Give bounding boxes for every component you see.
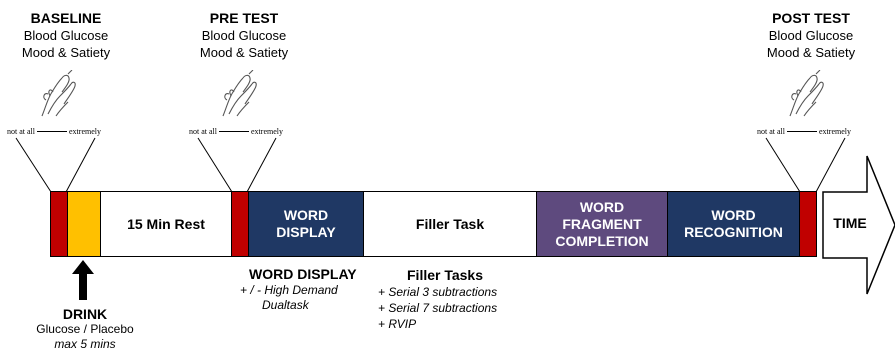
word-display-note-line: Dualtask xyxy=(262,298,309,312)
filler-tasks-title: Filler Tasks xyxy=(407,267,484,283)
rest-label: 15 Min Rest xyxy=(127,215,205,232)
filler-task-item: + Serial 3 subtractions xyxy=(378,285,498,299)
finger-prick-icon xyxy=(41,70,76,117)
checkpoint-title: BASELINE xyxy=(30,10,102,26)
checkpoint-post-test: POST TEST Blood Glucose Mood & Satiety xyxy=(755,10,867,61)
checkpoint-line: Mood & Satiety xyxy=(21,45,111,60)
checkpoint-title: POST TEST xyxy=(772,10,850,26)
filler-task-label: Filler Task xyxy=(415,215,485,232)
word-display-note-title: WORD DISPLAY xyxy=(249,266,357,282)
checkpoint-line: Blood Glucose xyxy=(201,28,287,43)
word-fragment-label: WORD FRAGMENT COMPLETION xyxy=(555,198,649,249)
measurement-marker-baseline xyxy=(50,191,68,257)
connector-line xyxy=(765,137,801,193)
filler-task-item: + Serial 7 subtractions xyxy=(378,301,498,315)
word-display-segment: WORD DISPLAY xyxy=(248,191,364,257)
drink-title: DRINK xyxy=(62,306,108,322)
checkpoint-title: PRE TEST xyxy=(209,10,279,26)
rating-scale: not at all extremely xyxy=(7,127,101,136)
measurement-marker-pre-test xyxy=(231,191,249,257)
drink-up-arrow-icon xyxy=(72,260,94,300)
scale-low-label: not at all xyxy=(757,127,785,136)
word-display-note-line: + / - High Demand xyxy=(240,283,338,297)
word-recognition-label: WORD RECOGNITION xyxy=(684,207,783,240)
connector-line xyxy=(246,137,277,193)
word-recognition-segment: WORD RECOGNITION xyxy=(667,191,800,257)
filler-task-item: + RVIP xyxy=(378,317,417,331)
rating-scale: not at all extremely xyxy=(189,127,283,136)
time-arrow xyxy=(822,155,895,295)
finger-prick-icon xyxy=(789,70,824,117)
word-display-label: WORD DISPLAY xyxy=(276,207,336,240)
scale-high-label: extremely xyxy=(69,127,101,136)
checkpoint-baseline: BASELINE Blood Glucose Mood & Satiety xyxy=(10,10,122,61)
scale-line xyxy=(37,131,67,132)
time-label: TIME xyxy=(833,215,867,231)
checkpoint-line: Blood Glucose xyxy=(768,28,854,43)
scale-line xyxy=(219,131,249,132)
scale-high-label: extremely xyxy=(251,127,283,136)
connector-line xyxy=(197,137,233,193)
scale-high-label: extremely xyxy=(819,127,851,136)
checkpoint-line: Mood & Satiety xyxy=(766,45,856,60)
checkpoint-line: Blood Glucose xyxy=(23,28,109,43)
checkpoint-pre-test: PRE TEST Blood Glucose Mood & Satiety xyxy=(188,10,300,61)
scale-line xyxy=(787,131,817,132)
connector-line xyxy=(815,137,846,193)
filler-task-segment: Filler Task xyxy=(363,191,537,257)
scale-low-label: not at all xyxy=(7,127,35,136)
measurement-marker-post-test xyxy=(799,191,817,257)
checkpoint-line: Mood & Satiety xyxy=(199,45,289,60)
connector-line xyxy=(65,137,96,193)
drink-line: max 5 mins xyxy=(54,337,116,351)
drink-segment xyxy=(67,191,101,257)
rating-scale: not at all extremely xyxy=(757,127,851,136)
finger-prick-icon xyxy=(222,70,257,117)
drink-line: Glucose / Placebo xyxy=(36,322,134,336)
connector-line xyxy=(15,137,52,193)
scale-low-label: not at all xyxy=(189,127,217,136)
word-fragment-segment: WORD FRAGMENT COMPLETION xyxy=(536,191,668,257)
rest-segment: 15 Min Rest xyxy=(100,191,232,257)
